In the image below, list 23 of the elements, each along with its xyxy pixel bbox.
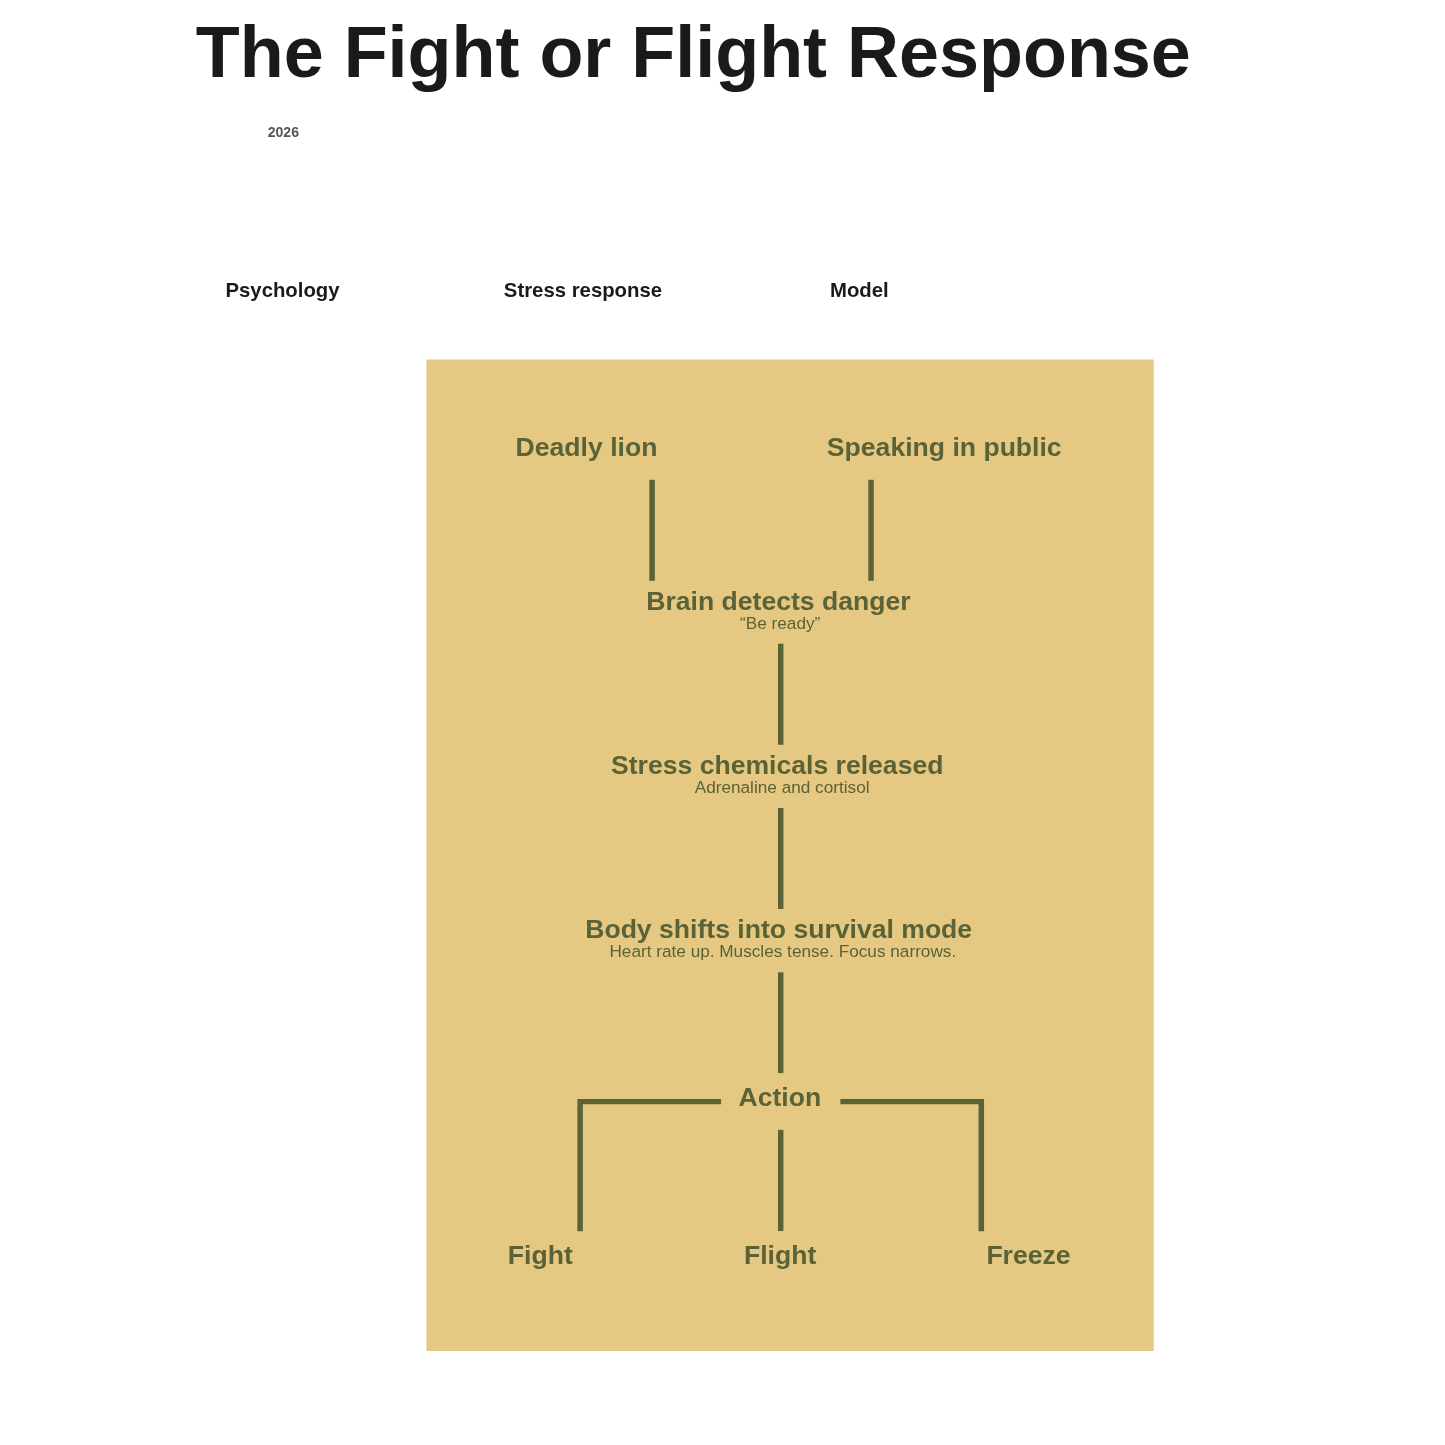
connector — [576, 1098, 721, 1232]
node-text: Speaking in public — [826, 431, 1062, 462]
node-text: Brain detects danger “Be ready” — [645, 585, 911, 633]
connector — [839, 1098, 984, 1232]
node-text: Stress chemicals released Adrenaline and cortisol — [610, 750, 943, 798]
node-text: Deadly lion — [515, 431, 657, 462]
label: Psychology — [224, 278, 340, 301]
node-text: Freeze — [985, 1240, 1071, 1271]
diagram-title: The Fight or Flight Response — [195, 11, 1191, 92]
node-text: Body shifts into survival mode Heart rate up. Muscles tense. Focus narrows. — [584, 914, 972, 962]
label: Stress response — [503, 278, 662, 301]
connector — [867, 479, 874, 581]
connector — [777, 1129, 783, 1232]
node-text: Fight — [507, 1240, 573, 1271]
connector — [648, 479, 655, 581]
connector — [777, 972, 783, 1074]
label: 2026 — [267, 123, 299, 140]
cluster — [425, 359, 1154, 1352]
node-text: Action — [737, 1082, 821, 1113]
connector — [777, 643, 783, 745]
label: Model — [829, 278, 889, 301]
node-text: Flight — [743, 1240, 816, 1271]
connector — [777, 807, 783, 909]
